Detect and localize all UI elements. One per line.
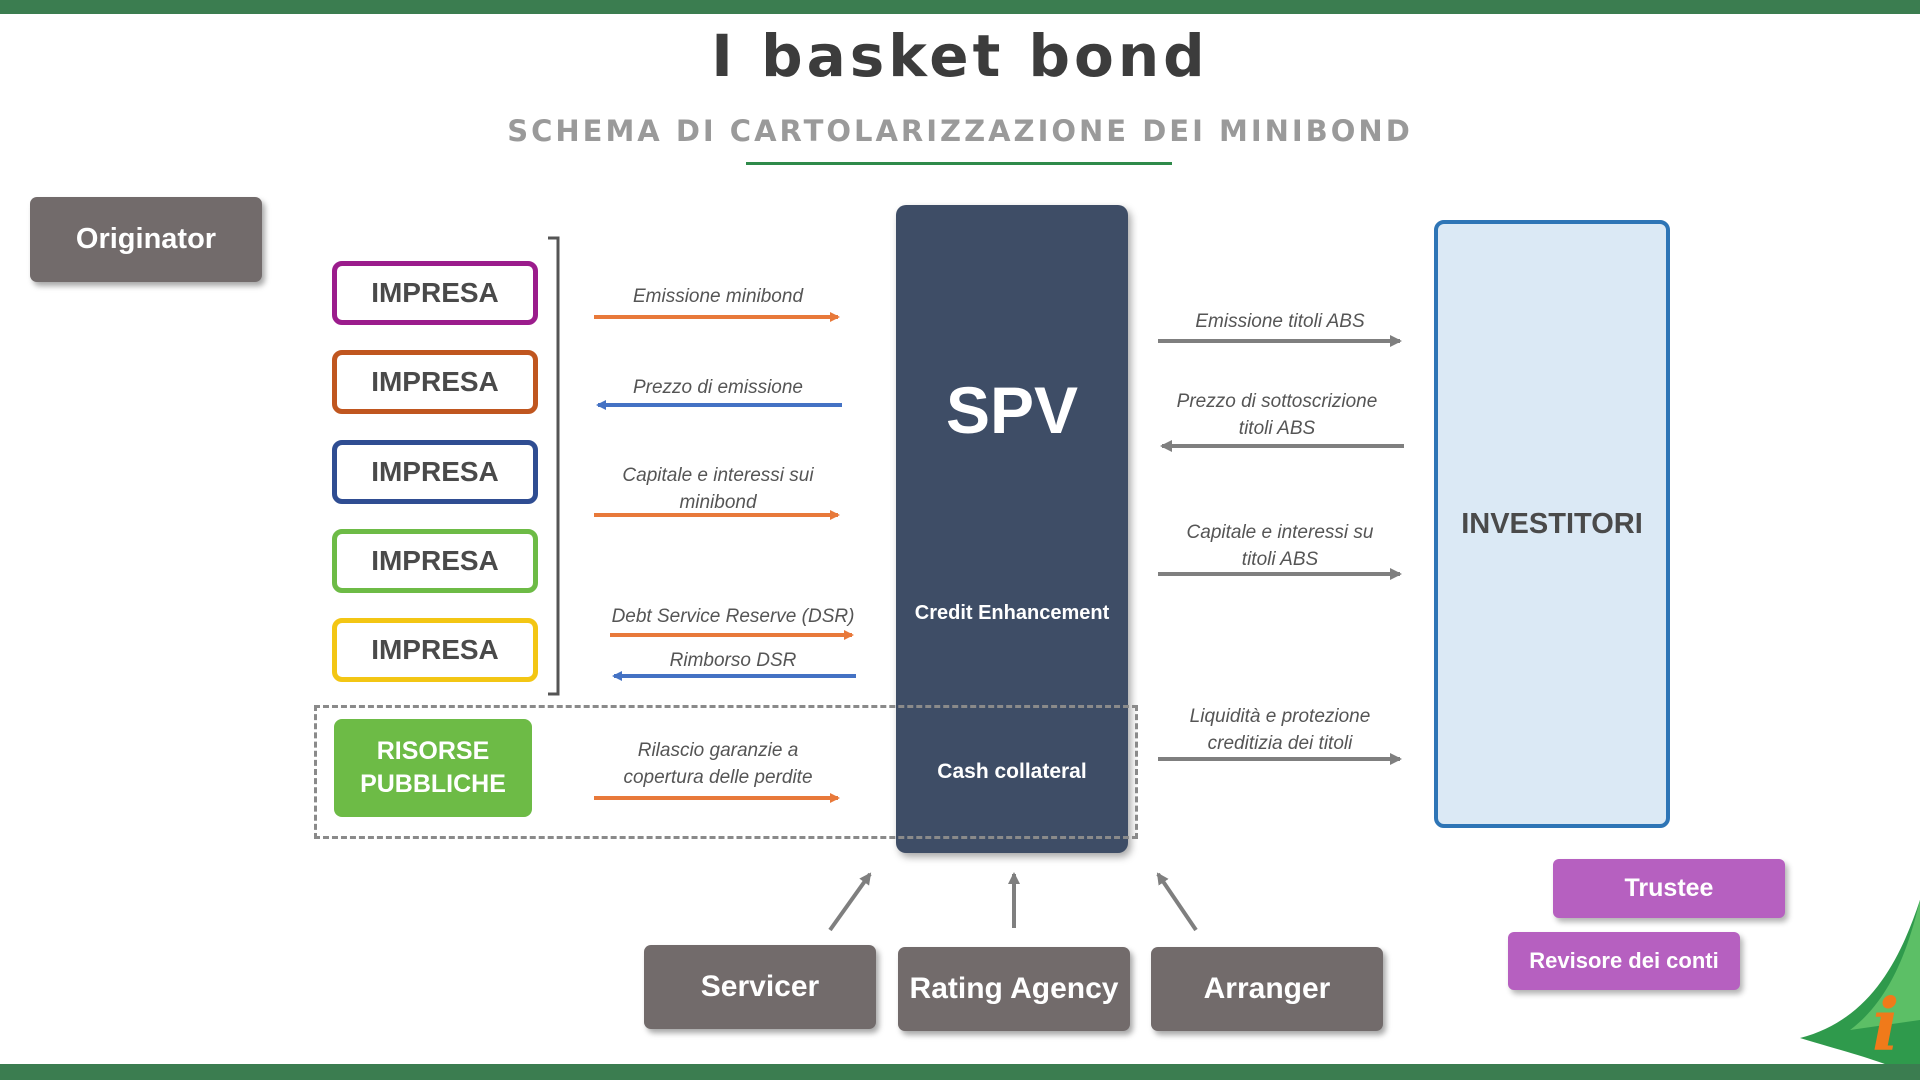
label-liquidita: Liquidità e protezione creditizia dei ti… (1189, 706, 1371, 754)
label-emissione-abs: Emissione titoli ABS (1195, 311, 1365, 332)
label-rilascio-garanzie: Rilascio garanzie a copertura delle perd… (623, 740, 813, 788)
spv-title: SPV (945, 373, 1079, 447)
label-capitale-interessi: Capitale e interessi sui minibond (622, 465, 814, 513)
arrow-arranger (1156, 872, 1198, 932)
page-title: I basket bond (711, 22, 1209, 90)
rating-agency-box: Rating Agency (898, 947, 1130, 1031)
label-rimborso-dsr: Rimborso DSR (669, 650, 797, 671)
label-dsr: Debt Service Reserve (DSR) (611, 606, 855, 627)
label-capitale-abs: Capitale e interessi su titoli ABS (1186, 522, 1374, 570)
bottom-bar (0, 1064, 1920, 1080)
impresa-box-1: IMPRESA (332, 261, 538, 325)
impresa-box-5: IMPRESA (332, 618, 538, 682)
arrow-servicer (828, 872, 872, 932)
cash-collateral-dashed-frame (314, 705, 1138, 839)
subtitle-underline (746, 162, 1172, 165)
top-bar (0, 0, 1920, 14)
risorse-pubbliche-box: RISORSE PUBBLICHE (334, 719, 532, 817)
impresa-box-2: IMPRESA (332, 350, 538, 414)
label-prezzo-abs: Prezzo di sottoscrizione titoli ABS (1176, 391, 1378, 439)
credit-enhancement-label: Credit Enhancement (914, 602, 1110, 624)
page-subtitle: SCHEMA DI CARTOLARIZZAZIONE DEI MINIBOND (507, 114, 1413, 148)
impresa-box-3: IMPRESA (332, 440, 538, 504)
trustee-box: Trustee (1553, 859, 1785, 918)
label-prezzo-emissione: Prezzo di emissione (632, 377, 804, 398)
logo-letter: i (1872, 982, 1900, 1067)
label-emissione-minibond: Emissione minibond (632, 286, 804, 307)
impresa-box-4: IMPRESA (332, 529, 538, 593)
imprese-bracket (548, 236, 560, 696)
cash-collateral-label: Cash collateral (937, 760, 1087, 783)
page-curl-logo-icon (1800, 900, 1920, 1066)
originator-box: Originator (30, 197, 262, 282)
arranger-box: Arranger (1151, 947, 1383, 1031)
investitori-box: INVESTITORI (1434, 220, 1670, 828)
spv-box (896, 205, 1128, 853)
servicer-box: Servicer (644, 945, 876, 1029)
revisore-box: Revisore dei conti (1508, 932, 1740, 990)
